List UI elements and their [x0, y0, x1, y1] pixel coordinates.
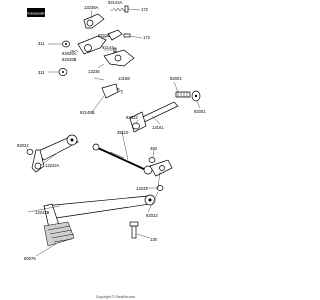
tie-rod-assembly	[92, 143, 173, 191]
label-92026: 92026	[98, 33, 110, 38]
parts-diagram: Kawasaki	[17, 0, 206, 261]
label-92144: 92144	[102, 45, 114, 50]
label-13242A: 13242A	[45, 163, 60, 168]
shift-shaft-upper-assembly	[58, 5, 135, 99]
logo-text: Kawasaki	[27, 11, 44, 16]
kawasaki-logo: Kawasaki	[27, 8, 45, 17]
label-480: 480	[150, 146, 158, 151]
label-172-top: 172	[141, 7, 149, 12]
part-labels: 13236A 92144A 172 92026 311 92026A 92026…	[17, 0, 206, 261]
label-92026B: 92026B	[62, 57, 77, 62]
label-39110: 39110	[117, 130, 129, 135]
label-130: 130	[150, 237, 158, 242]
label-92026A: 92026A	[62, 51, 77, 56]
label-13168: 13168	[118, 76, 130, 81]
label-13236: 13236	[88, 69, 100, 74]
label-13242B: 13242B	[35, 210, 50, 215]
label-172-right: 172	[143, 35, 151, 40]
label-13242: 13242	[136, 186, 148, 191]
label-92022-left: 92022	[17, 143, 29, 148]
label-92145B: 92145B	[80, 110, 95, 115]
label-311-lower: 311	[38, 70, 45, 75]
label-92144A: 92144A	[108, 0, 123, 5]
copyright-footer: Copyright © Partzilla.com	[95, 295, 136, 299]
label-13236A: 13236A	[84, 5, 99, 10]
label-92001: 92001	[170, 76, 182, 81]
leader-lines	[25, 8, 201, 257]
label-92022-lower: 92022	[146, 213, 158, 218]
shift-shaft-middle-assembly	[129, 90, 201, 133]
label-92022-mid: 92022	[126, 115, 138, 120]
label-13161: 13161	[152, 125, 164, 130]
shift-pedal-main	[43, 194, 156, 247]
label-92001-right: 92001	[194, 109, 206, 114]
label-311-upper: 311	[38, 41, 45, 46]
label-50076: 50076	[24, 256, 36, 261]
shift-pedal-arm-left	[26, 134, 79, 173]
